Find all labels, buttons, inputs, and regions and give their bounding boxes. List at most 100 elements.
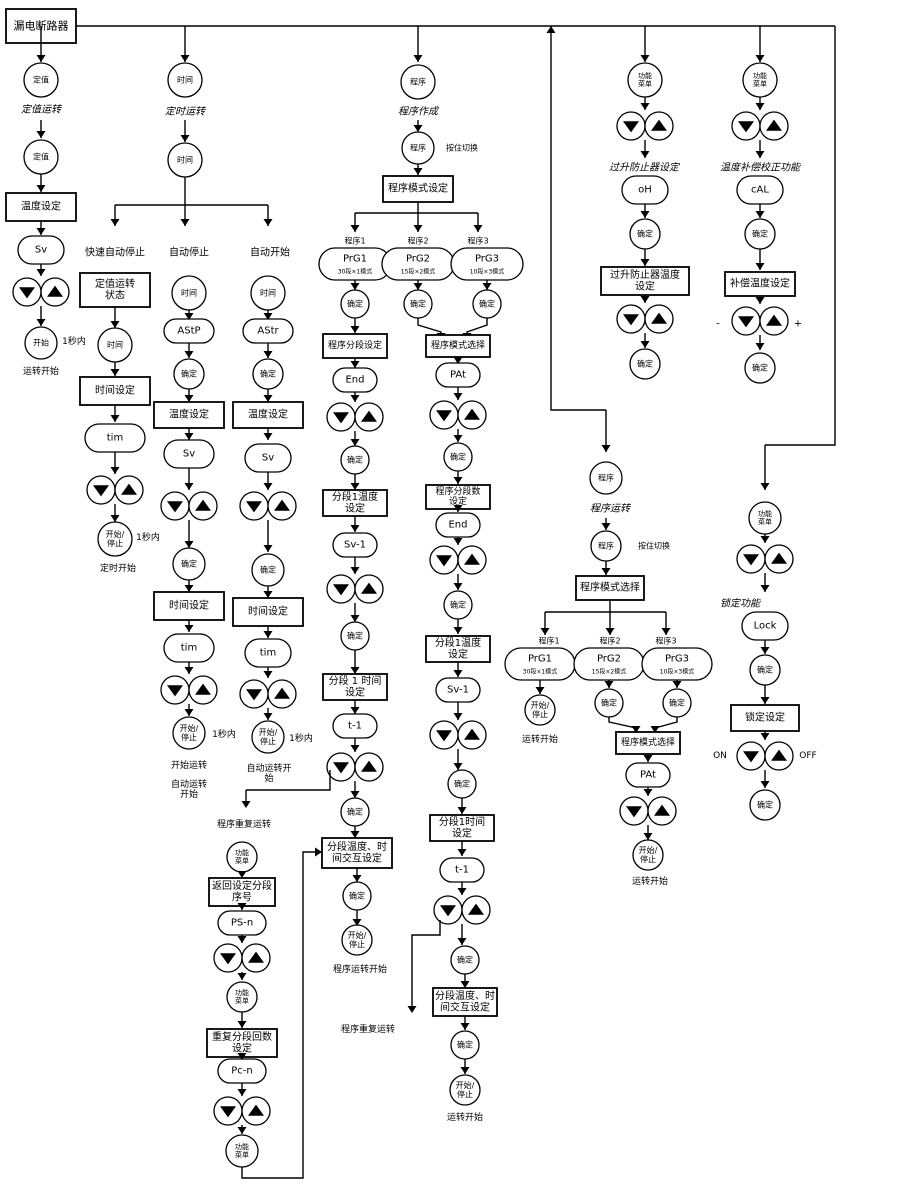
arrowhead: [760, 733, 770, 740]
arrowhead: [110, 467, 120, 474]
arrowhead: [760, 536, 770, 543]
arrowhead: [352, 875, 362, 882]
title-box-label: 漏电断路器: [14, 19, 69, 33]
arrowhead: [755, 211, 765, 218]
arrowhead: [535, 687, 545, 694]
confirm-node-q1-label: 确定: [410, 299, 426, 309]
arrowhead: [760, 483, 770, 490]
arrowhead: [184, 667, 194, 674]
program-run-label: 程序运转: [590, 503, 632, 515]
tim-display-c-text: tim: [260, 648, 276, 659]
seg-alt-box-b: [432, 987, 498, 1017]
program-mode-select-box-a-label: 程序模式选择: [431, 339, 485, 351]
arrowhead: [350, 745, 360, 752]
segment-count-box: [425, 484, 491, 510]
up-triangle-button-icon: [248, 1104, 264, 1116]
arrowhead: [263, 433, 273, 440]
return-segment-box: [208, 877, 276, 907]
arrowhead: [237, 1089, 247, 1096]
arrowhead: [755, 151, 765, 158]
confirm-node-q6-label: 确定: [457, 955, 473, 965]
seg1-time-box-b: [429, 814, 495, 842]
setpoint-node: [23, 62, 59, 98]
up-triangle-button-icon: [464, 408, 480, 420]
connector-line: [765, 26, 836, 446]
up-triangle-button-icon: [274, 687, 290, 699]
up-triangle-button-icon: [47, 285, 63, 297]
tim-display-a-text: tim: [107, 433, 123, 444]
arrowhead: [605, 628, 615, 635]
timer-node-2-label: 时间: [177, 155, 193, 165]
arrowhead: [184, 541, 194, 548]
auto-start-label: 自动开始: [250, 246, 290, 259]
down-triangle-button-icon: [246, 689, 262, 701]
confirm-node-q3-label: 确定: [450, 452, 466, 462]
lock-display-text: Lock: [754, 621, 777, 632]
confirm-node-p4-label: 确定: [347, 807, 363, 817]
down-triangle-button-icon: [623, 314, 639, 326]
arrowhead: [263, 713, 273, 720]
on-label: ON: [713, 751, 727, 761]
arrowhead: [36, 228, 46, 235]
seg-alt-box-a-label: 分段温度、时间交互设定: [327, 840, 387, 865]
up-triangle-button-icon: [464, 728, 480, 740]
seg1-temp-box-a: [322, 489, 388, 517]
down-triangle-button-icon: [333, 412, 349, 424]
program-node-label: 程序: [410, 77, 426, 87]
time-set-box-b: [153, 591, 225, 621]
start-stop-node-q: [449, 1074, 481, 1106]
arrowhead: [237, 973, 247, 980]
arrowhead: [110, 415, 120, 422]
timer-run-label: 定时运转: [165, 106, 207, 118]
segment-set-box: [322, 333, 388, 359]
func-menu-node-l-label: 功能菜单: [758, 509, 772, 526]
down-triangle-button-icon: [436, 730, 452, 742]
seg1-time-box-b-label: 分段1时间设定: [439, 815, 485, 840]
arrowhead: [180, 55, 190, 62]
up-triangle-button-icon: [468, 903, 484, 915]
arrowhead: [184, 625, 194, 632]
arrowhead: [540, 628, 550, 635]
arrowhead: [755, 263, 765, 270]
connector-line: [411, 920, 441, 1006]
astp-display-text: AStP: [177, 326, 200, 337]
confirm-node-c2b-label: 确定: [752, 363, 768, 373]
arrowhead: [263, 313, 273, 320]
setpoint-run-state-box-label: 定值运转状态: [95, 277, 135, 302]
down-triangle-button-icon: [743, 751, 759, 763]
hold-switch-label-2: 按住切换: [638, 541, 670, 551]
confirm-node-l2-label: 确定: [757, 800, 773, 810]
program-mode-select-box-b-label: 程序模式选择: [580, 581, 640, 594]
lock-function-label: 锁定功能: [720, 598, 761, 610]
program-node-2-label: 程序: [410, 143, 426, 153]
arrowhead: [350, 667, 360, 674]
arrowhead: [760, 647, 770, 654]
up-triangle-button-icon: [195, 683, 211, 695]
temp-set-box-c-label: 温度设定: [248, 408, 288, 421]
arrowhead: [601, 445, 611, 452]
confirm-node-l1-label: 确定: [757, 665, 773, 675]
arrowhead: [453, 393, 463, 400]
program-run-node-label: 程序: [598, 473, 614, 483]
down-triangle-button-icon: [743, 554, 759, 566]
arrowhead: [184, 351, 194, 358]
arrowhead: [350, 439, 360, 446]
astr-display-text: AStr: [257, 326, 279, 337]
func-menu-node-o-label: 功能菜单: [638, 71, 652, 88]
down-triangle-button-icon: [436, 410, 452, 422]
seg1-time-box-a-label: 分段 1 时间设定: [329, 674, 382, 699]
arrowhead: [237, 1127, 247, 1134]
arrowhead: [352, 919, 362, 926]
arrowhead: [460, 1067, 470, 1074]
up-triangle-button-icon: [274, 499, 290, 511]
program-repeat-run-label: 程序重复运转: [217, 818, 271, 830]
prg3-mode-text: 10段×3模式: [470, 268, 504, 276]
start-node-label: 开始: [33, 338, 49, 348]
confirm-node-q4-label: 确定: [450, 600, 466, 610]
arrowhead: [457, 807, 467, 814]
arrowhead: [755, 297, 765, 304]
arrowhead: [640, 259, 650, 266]
confirm-node-q5-label: 确定: [454, 779, 470, 789]
down-triangle-button-icon: [167, 685, 183, 697]
timer-node-a-label: 时间: [107, 340, 123, 350]
